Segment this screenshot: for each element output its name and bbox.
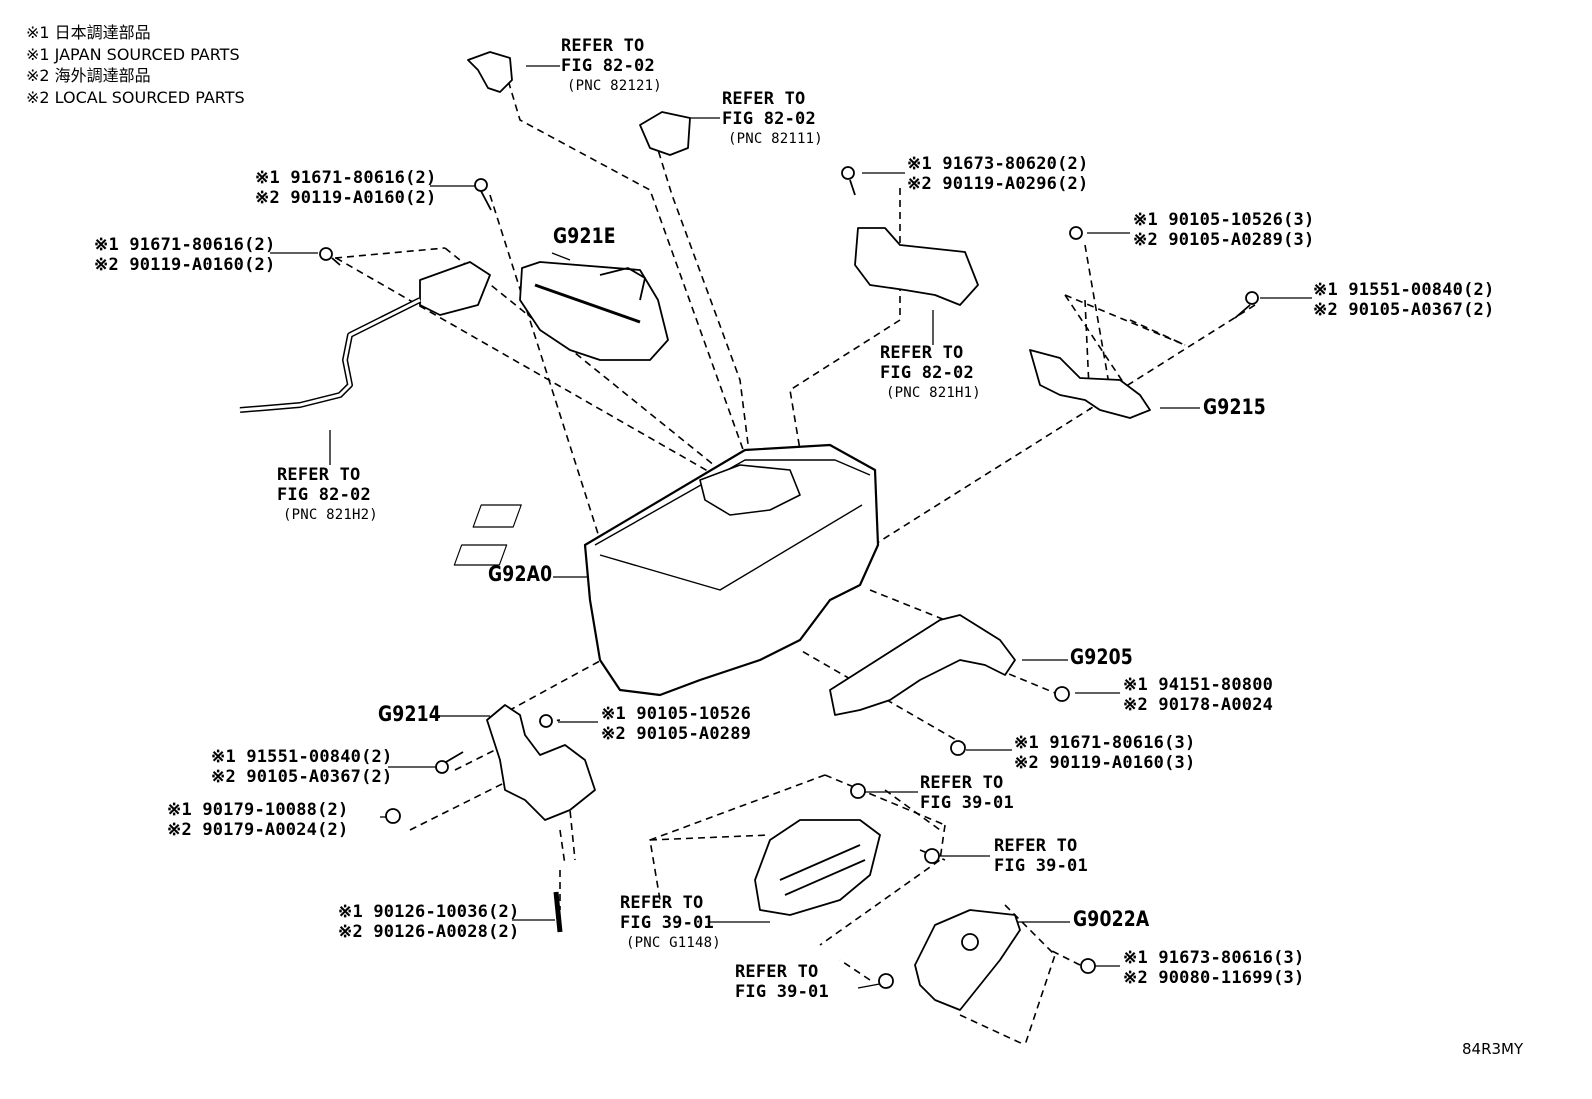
harness-cable-left (239, 297, 422, 413)
part-callout-7: ※1 90105-10526 ※2 90105-A0289 (601, 704, 751, 744)
bracket-g9215 (1029, 349, 1151, 419)
part-number-japan: ※1 90105-10526 (601, 704, 752, 724)
cooler-pnc-g1148 (754, 819, 881, 916)
refer-line: REFER TO (277, 465, 361, 485)
part-number-local: ※2 90179-A0024(2) (167, 820, 349, 840)
refer-line: REFER TO (880, 343, 964, 363)
part-number-japan: ※1 91671-80616(2) (94, 235, 276, 255)
bracket-g9205 (829, 614, 1016, 716)
connector-82111 (639, 111, 691, 156)
fig-line: FIG 39-01 (620, 913, 714, 933)
refer-line: REFER TO (722, 89, 806, 109)
part-callout-3: ※1 91673-80620(2) ※2 90119-A0296(2) (907, 154, 1088, 194)
part-number-japan: ※1 91551-00840(2) (211, 747, 393, 767)
pnc-line: (PNC 82121) (567, 78, 662, 94)
part-number-local: ※2 90105-A0289(3) (1133, 230, 1315, 250)
illustration-id: 84R3MY (1462, 1040, 1524, 1058)
inverter-label-1 (472, 504, 522, 528)
inverter-g92a0 (583, 443, 880, 697)
legend-line-1: ※1 日本調達部品 (26, 23, 151, 42)
part-callout-12: ※1 91673-80616(3) ※2 90080-11699(3) (1123, 948, 1304, 988)
cover-g9022a (914, 909, 1021, 1011)
code-label-g9022a: G9022A (1073, 907, 1150, 931)
plate-g921e (519, 261, 669, 361)
part-number-local: ※2 90119-A0296(2) (907, 174, 1089, 194)
refer-line: REFER TO (735, 962, 819, 982)
connector-82121 (467, 51, 513, 93)
refer-line: REFER TO (561, 36, 645, 56)
legend-line-2: ※1 JAPAN SOURCED PARTS (26, 44, 240, 64)
pnc-line: (PNC 821H1) (886, 385, 981, 401)
code-label-g921e: G921E (553, 224, 616, 248)
part-number-japan: ※1 94151-80800 (1123, 675, 1274, 695)
part-number-japan: ※1 91551-00840(2) (1313, 280, 1495, 300)
part-number-local: ※2 90080-11699(3) (1123, 968, 1305, 988)
part-callout-11: ※1 90126-10036(2) ※2 90126-A0028(2) (338, 902, 519, 942)
code-label-g9215: G9215 (1203, 395, 1266, 419)
refer-line: REFER TO (920, 773, 1004, 793)
refer-label-821h1: REFER TO FIG 82-02 (PNC 821H1) (880, 343, 981, 403)
refer-label-82121: REFER TO FIG 82-02 (PNC 82121) (561, 36, 662, 96)
part-number-japan: ※1 91671-80616(3) (1014, 733, 1196, 753)
refer-label-821h2: REFER TO FIG 82-02 (PNC 821H2) (277, 465, 378, 525)
fig-line: FIG 39-01 (735, 982, 829, 1002)
part-callout-1: ※1 91671-80616(2) ※2 90119-A0160(2) (255, 168, 436, 208)
refer-label-82111: REFER TO FIG 82-02 (PNC 82111) (722, 89, 823, 149)
part-callout-8: ※1 91671-80616(3) ※2 90119-A0160(3) (1014, 733, 1195, 773)
fig-line: FIG 82-02 (561, 56, 655, 76)
part-number-local: ※2 90119-A0160(3) (1014, 753, 1196, 773)
pnc-line: (PNC G1148) (626, 935, 721, 951)
part-number-japan: ※1 90126-10036(2) (338, 902, 520, 922)
code-label-g9205: G9205 (1070, 645, 1133, 669)
bolt-group (319, 166, 1259, 989)
refer-label-39-01-b: REFER TO FIG 39-01 (994, 836, 1088, 876)
part-number-local: ※2 90105-A0289 (601, 724, 752, 744)
part-number-japan: ※1 91671-80616(2) (255, 168, 437, 188)
inverter-label-2 (453, 544, 508, 566)
fig-line: FIG 39-01 (994, 856, 1088, 876)
part-callout-6: ※1 94151-80800 ※2 90178-A0024 (1123, 675, 1273, 715)
refer-label-39-01-c: REFER TO FIG 39-01 (735, 962, 829, 1002)
code-label-g9214: G9214 (378, 702, 441, 726)
refer-line: REFER TO (620, 893, 704, 913)
fig-line: FIG 82-02 (722, 109, 816, 129)
part-number-local: ※2 90119-A0160(2) (255, 188, 437, 208)
fig-line: FIG 82-02 (277, 485, 371, 505)
legend: ※1 日本調達部品 ※1 JAPAN SOURCED PARTS ※2 海外調達… (26, 22, 245, 108)
fig-line: FIG 82-02 (880, 363, 974, 383)
pnc-line: (PNC 821H2) (283, 507, 378, 523)
fig-line: FIG 39-01 (920, 793, 1014, 813)
part-callout-10: ※1 90179-10088(2) ※2 90179-A0024(2) (167, 800, 348, 840)
refer-label-39-01-a: REFER TO FIG 39-01 (920, 773, 1014, 813)
part-illustrations (239, 51, 1259, 1011)
part-callout-9: ※1 91551-00840(2) ※2 90105-A0367(2) (211, 747, 392, 787)
harness-connector-left (419, 261, 491, 316)
part-number-japan: ※1 91673-80620(2) (907, 154, 1089, 174)
part-number-local: ※2 90119-A0160(2) (94, 255, 276, 275)
code-label-g92a0: G92A0 (488, 562, 553, 586)
part-number-japan: ※1 91673-80616(3) (1123, 948, 1305, 968)
refer-line: REFER TO (994, 836, 1078, 856)
inverter-top-cover-window (699, 464, 801, 516)
part-number-local: ※2 90126-A0028(2) (338, 922, 520, 942)
part-number-local: ※2 90105-A0367(2) (211, 767, 393, 787)
part-callout-4: ※1 90105-10526(3) ※2 90105-A0289(3) (1133, 210, 1314, 250)
part-number-japan: ※1 90179-10088(2) (167, 800, 349, 820)
connector-821h1 (854, 227, 979, 306)
refer-label-g1148: REFER TO FIG 39-01 (PNC G1148) (620, 893, 721, 953)
pnc-line: (PNC 82111) (728, 131, 823, 147)
part-number-local: ※2 90105-A0367(2) (1313, 300, 1495, 320)
mount-g9214 (486, 704, 596, 821)
part-callout-5: ※1 91551-00840(2) ※2 90105-A0367(2) (1313, 280, 1494, 320)
part-number-japan: ※1 90105-10526(3) (1133, 210, 1315, 230)
part-number-local: ※2 90178-A0024 (1123, 695, 1274, 715)
part-callout-2: ※1 91671-80616(2) ※2 90119-A0160(2) (94, 235, 275, 275)
legend-line-3: ※2 海外調達部品 (26, 66, 151, 85)
legend-line-4: ※2 LOCAL SOURCED PARTS (26, 87, 245, 107)
